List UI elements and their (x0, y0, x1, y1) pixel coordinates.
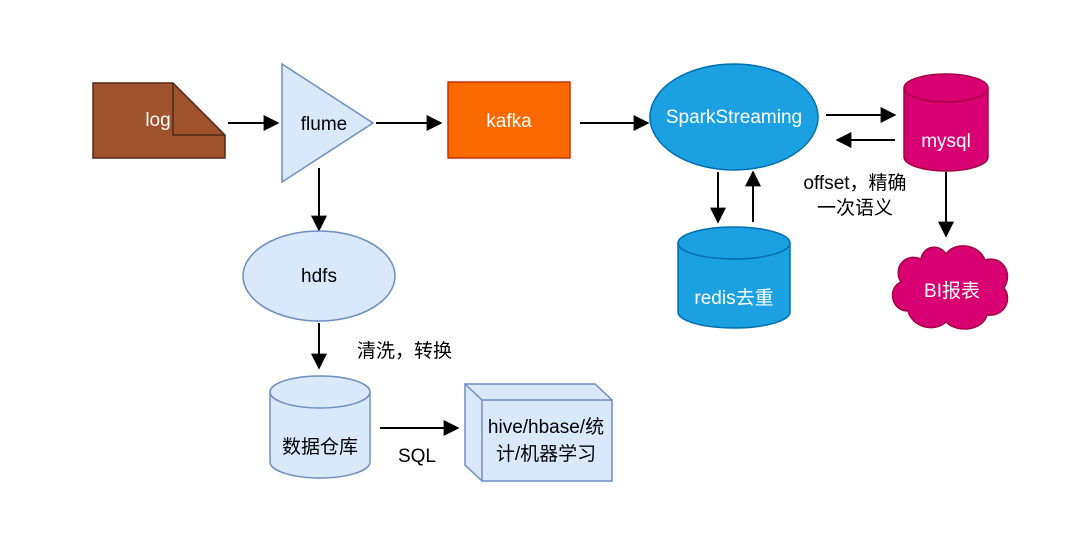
edge-labels: offset，精确 一次语义 清洗，转换 SQL (357, 172, 907, 467)
hive-box-shape (464, 383, 613, 482)
flume-triangle-shape (281, 62, 375, 184)
hdfs-label: hdfs (301, 266, 337, 287)
node-redis: redis去重 (677, 226, 791, 329)
mysql-cylinder-top (903, 73, 989, 103)
clean-transform-label: 清洗，转换 (357, 340, 452, 362)
flume-label: flume (301, 114, 347, 135)
redis-cylinder-body (677, 243, 791, 329)
kafka-box (447, 81, 571, 159)
redis-cylinder-top (677, 226, 791, 260)
log-label: log (145, 110, 170, 131)
node-kafka: kafka (447, 81, 571, 159)
mysql-label: mysql (921, 131, 971, 152)
log-fold-corner (172, 83, 225, 136)
node-sparkstreaming: SparkStreaming (649, 63, 819, 171)
hive-label-line1: hive/hbase/统 (488, 416, 604, 438)
node-hive-hbase: hive/hbase/统 计/机器学习 (464, 383, 613, 482)
redis-label: redis去重 (694, 287, 773, 309)
offset-label-line2: 一次语义 (817, 197, 893, 219)
warehouse-cylinder-top (269, 375, 371, 409)
hive-box-edges (464, 383, 612, 481)
node-flume: flume (281, 62, 375, 184)
warehouse-label: 数据仓库 (282, 436, 358, 458)
bi-label: BI报表 (924, 280, 980, 302)
spark-ellipse (649, 63, 819, 171)
hive-label-line2: 计/机器学习 (496, 443, 596, 465)
offset-label-line1: offset，精确 (803, 172, 906, 194)
edges (228, 107, 954, 436)
node-log: log (92, 82, 226, 159)
node-hdfs: hdfs (242, 230, 396, 322)
node-bi-report: BI报表 (891, 245, 1009, 330)
bi-cloud-shape (891, 245, 1009, 330)
sql-label: SQL (398, 446, 436, 467)
spark-label: SparkStreaming (666, 107, 802, 128)
node-data-warehouse: 数据仓库 (269, 375, 371, 479)
node-mysql: mysql (903, 73, 989, 172)
log-document-shape (92, 82, 226, 159)
hdfs-ellipse (242, 230, 396, 322)
warehouse-cylinder-body (269, 392, 371, 479)
mysql-cylinder-body (903, 88, 989, 172)
kafka-label: kafka (486, 111, 532, 132)
